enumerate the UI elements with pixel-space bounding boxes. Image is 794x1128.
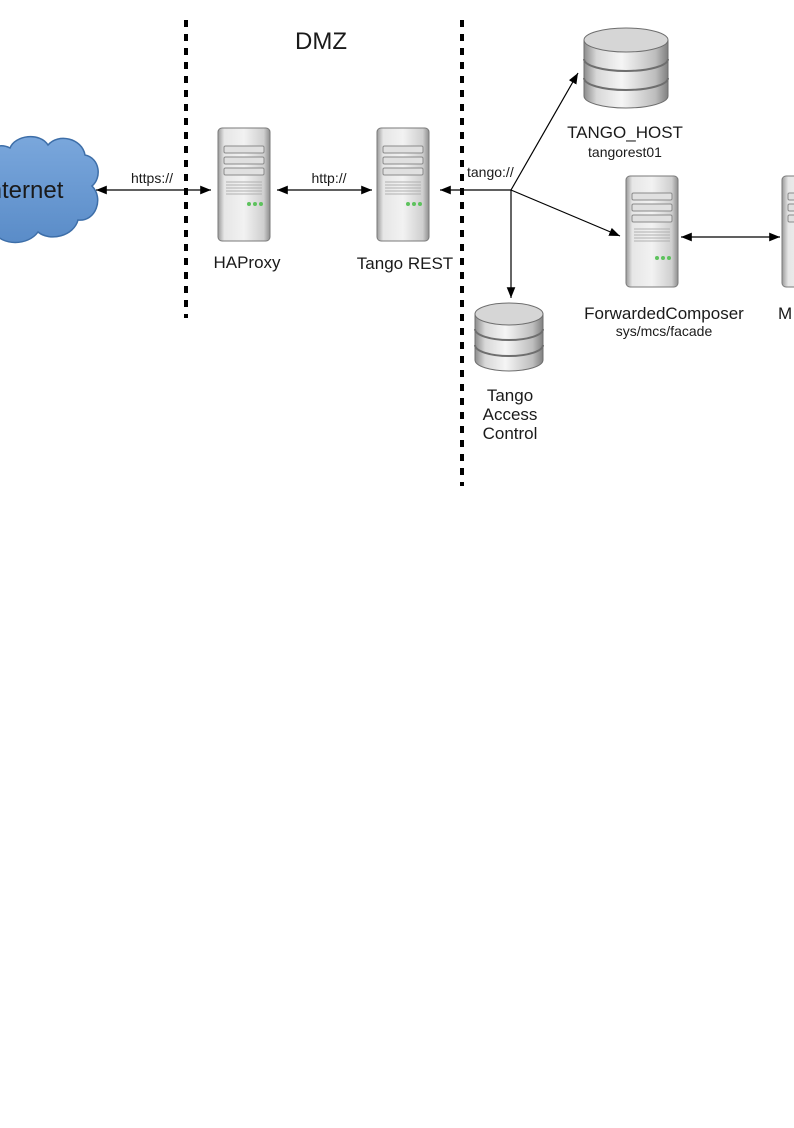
partial-right-label: M xyxy=(778,304,793,323)
server-icon xyxy=(625,175,679,288)
access-control-label-line3: Control xyxy=(482,424,538,443)
server-icon xyxy=(781,175,794,288)
database-icon xyxy=(474,302,544,372)
edge-label-tango: tango:// xyxy=(467,164,514,180)
edge-label-http: http:// xyxy=(311,170,347,186)
server-icon xyxy=(217,127,271,242)
tango-host-sublabel: tangorest01 xyxy=(588,144,662,160)
edge-label-https: https:// xyxy=(130,170,174,186)
access-control-label-line2: Access xyxy=(482,405,538,424)
forwarded-composer-label: ForwardedComposer xyxy=(584,304,744,323)
access-control-label-line1: Tango xyxy=(486,386,534,405)
haproxy-label: HAProxy xyxy=(213,253,281,272)
internet-label: Internet xyxy=(0,177,64,204)
forwarded-composer-sublabel: sys/mcs/facade xyxy=(615,323,713,339)
edge-hub-composer xyxy=(510,189,621,237)
edge-hub-tangohost xyxy=(510,72,579,191)
tango-rest-label: Tango REST xyxy=(356,254,454,273)
dmz-label: DMZ xyxy=(295,28,347,55)
cloud-icon xyxy=(0,136,99,244)
server-icon xyxy=(376,127,430,242)
tango-host-label: TANGO_HOST xyxy=(567,123,683,142)
database-icon xyxy=(583,27,669,109)
